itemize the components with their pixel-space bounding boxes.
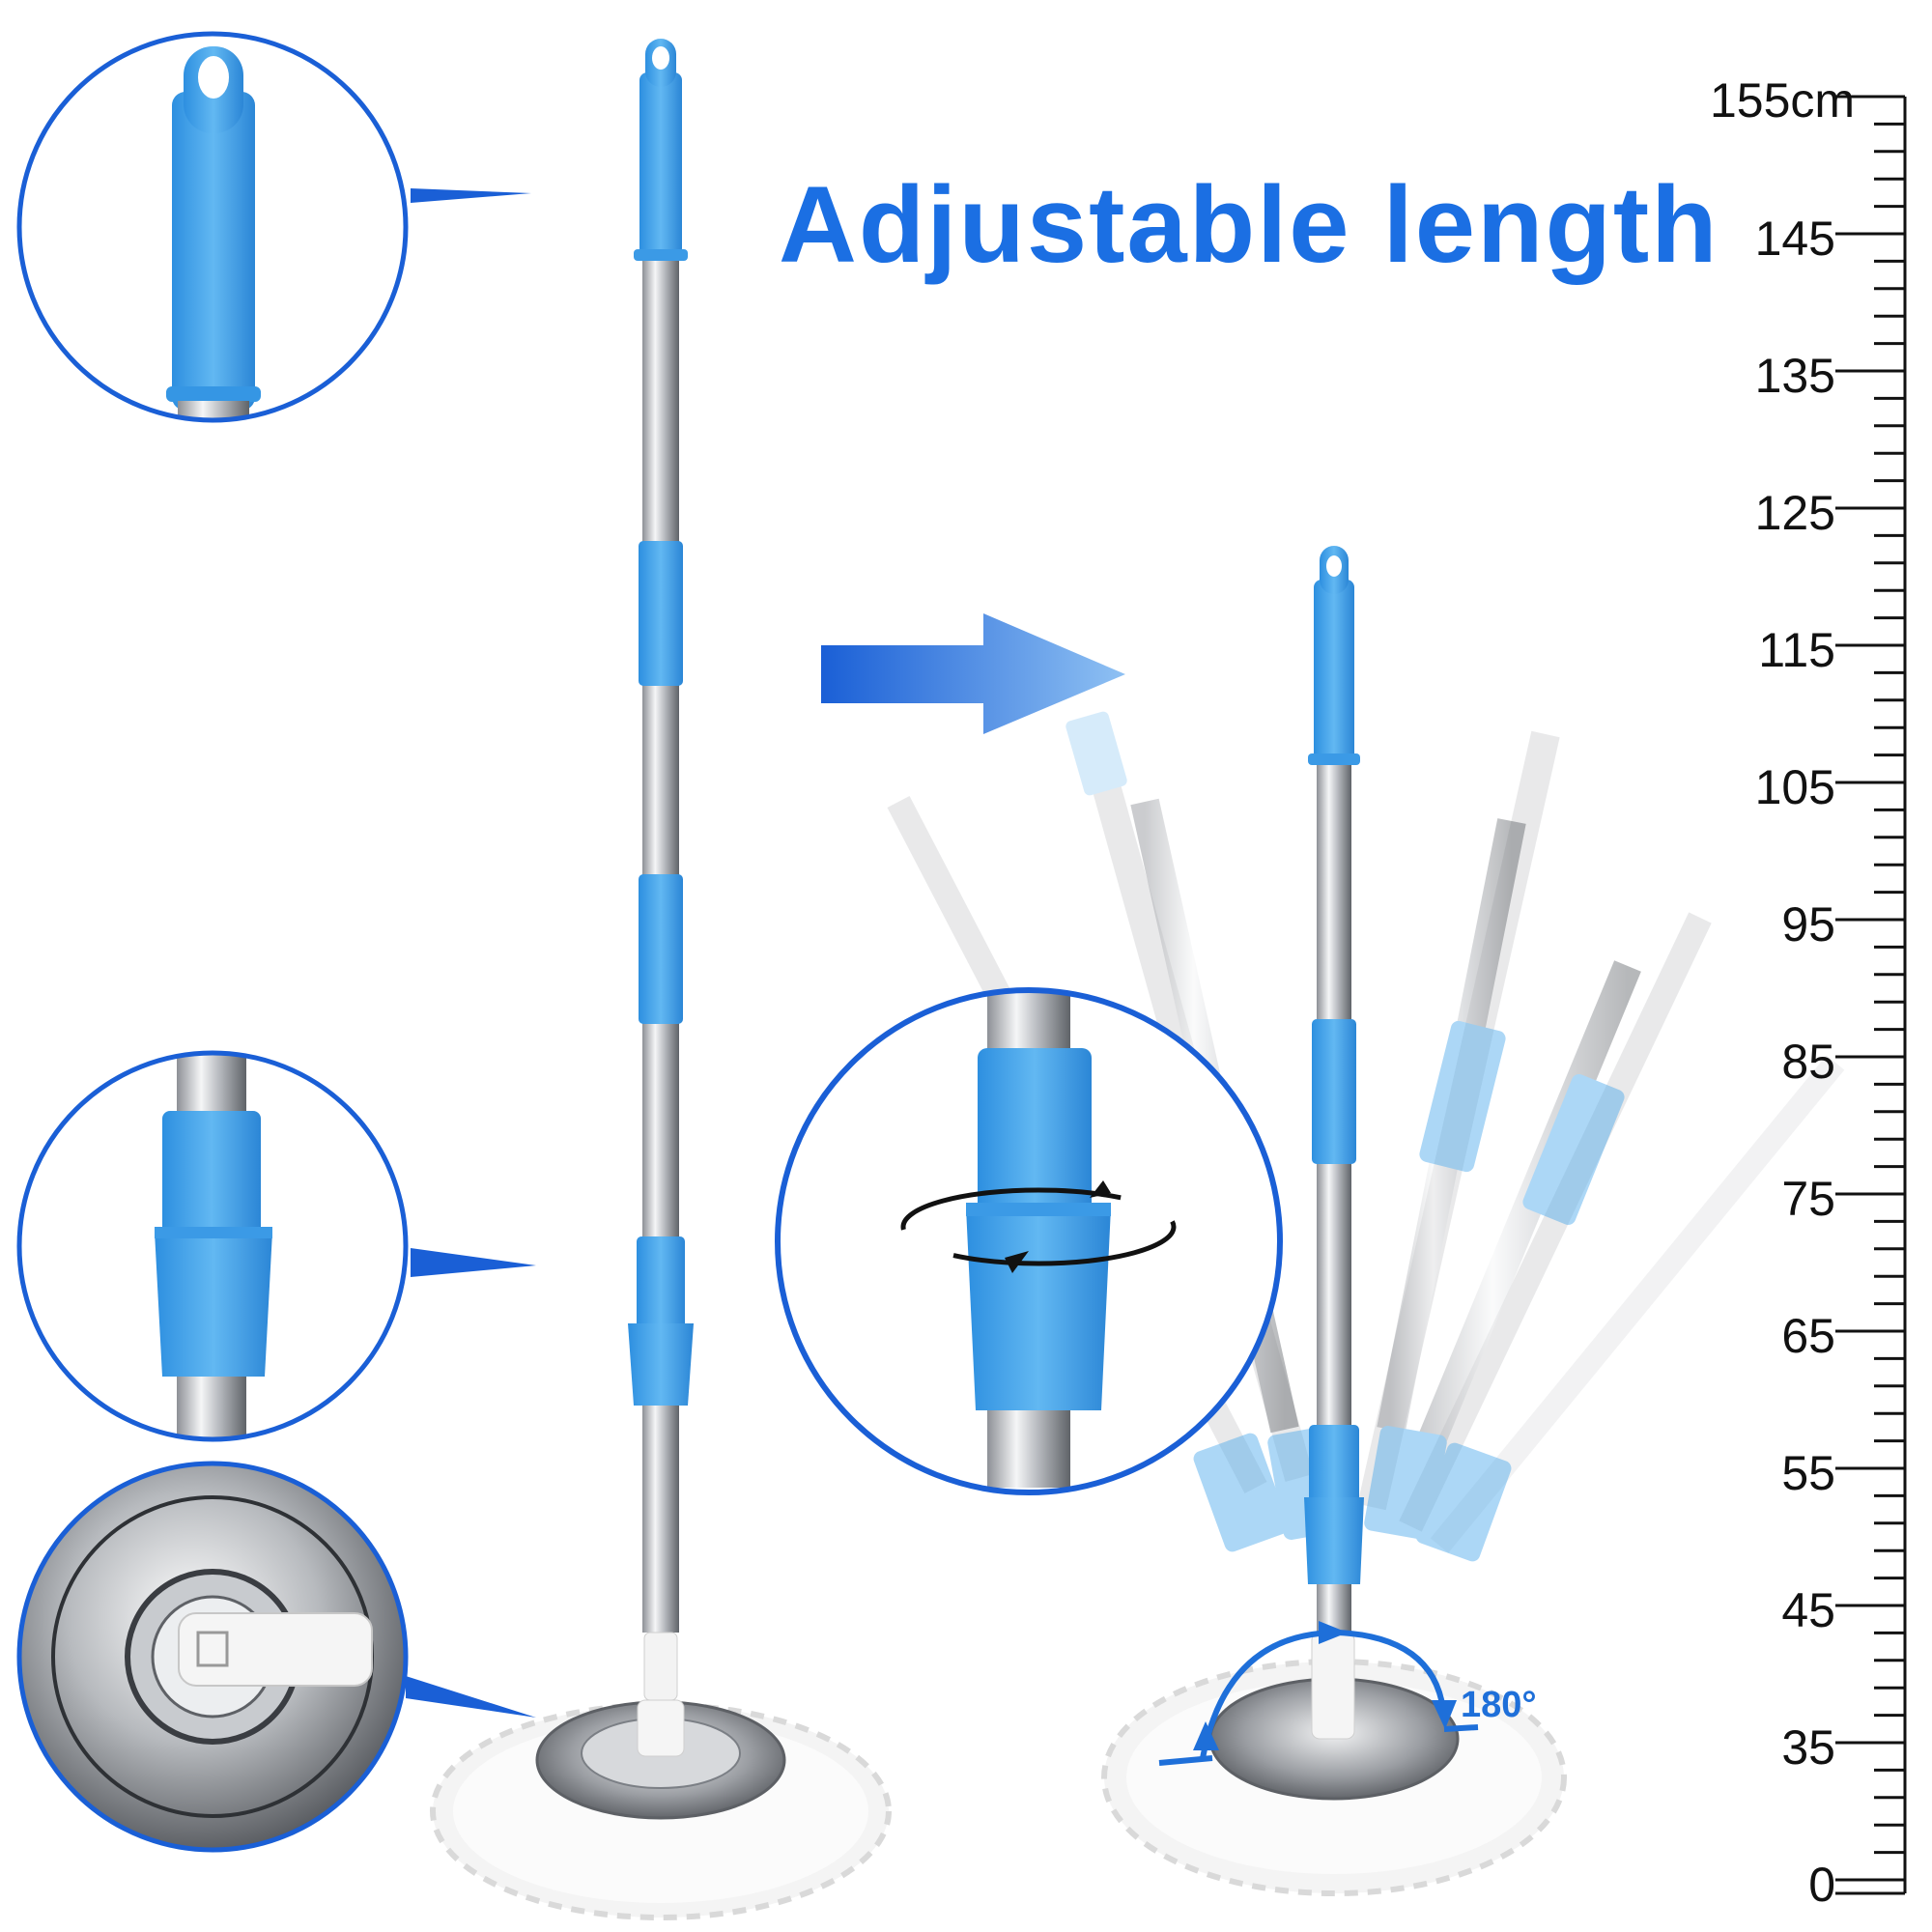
ruler-label: 145 xyxy=(1754,212,1835,266)
zoom-handle-top xyxy=(16,31,531,423)
ruler-label: 0 xyxy=(1808,1858,1835,1912)
ruler-label: 65 xyxy=(1781,1309,1835,1363)
swivel-arc-icon xyxy=(1158,1621,1479,1766)
height-ruler xyxy=(1835,95,1907,1895)
headline: Adjustable length xyxy=(779,164,1719,285)
zoom-mop-base xyxy=(16,1461,536,1853)
extended-mop xyxy=(430,39,892,1920)
arrow-right-icon xyxy=(821,613,1125,734)
ruler-label: 105 xyxy=(1754,760,1835,814)
ruler-label: 45 xyxy=(1781,1583,1835,1637)
ruler-label: 55 xyxy=(1781,1446,1835,1500)
ruler-label: 115 xyxy=(1758,623,1835,677)
ruler-label: 135 xyxy=(1754,349,1835,403)
zoom-lock-joint xyxy=(16,1050,536,1442)
ruler-label: 125 xyxy=(1754,486,1835,540)
ruler-label: 155cm xyxy=(1710,73,1856,128)
zoom-twist-lock xyxy=(775,987,1283,1495)
rotate-icon xyxy=(900,1180,1177,1273)
ruler-label: 95 xyxy=(1781,897,1835,952)
ruler-label: 85 xyxy=(1781,1035,1835,1089)
ruler-label: 35 xyxy=(1781,1720,1835,1775)
ruler-label: 75 xyxy=(1781,1172,1835,1226)
short-mop-swing xyxy=(887,546,1845,1896)
angle-label: 180° xyxy=(1461,1685,1537,1725)
